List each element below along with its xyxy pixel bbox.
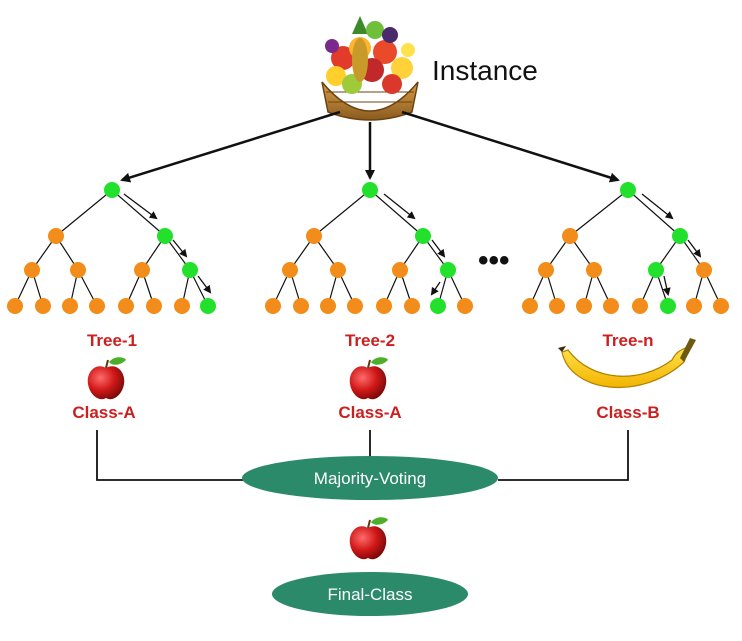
tree-node: [35, 298, 51, 314]
tree-node-active: [672, 228, 688, 244]
tree-node-active: [648, 262, 664, 278]
tree-node: [549, 298, 565, 314]
tree-n-class: Class-B: [596, 403, 659, 422]
tree-node-active: [440, 262, 456, 278]
more-trees-ellipsis: •••: [478, 244, 510, 277]
tree-2-label: Tree-2: [345, 331, 395, 350]
tree-node: [696, 262, 712, 278]
tree-node-active: [182, 262, 198, 278]
tree-node: [320, 298, 336, 314]
fruit-basket-icon: [321, 16, 419, 121]
tree-node: [306, 228, 322, 244]
apple-icon: [87, 357, 126, 400]
tree-node: [632, 298, 648, 314]
tree-node: [586, 262, 602, 278]
tree-n: [522, 182, 729, 314]
tree-n-label: Tree-n: [602, 331, 653, 350]
tree-1: [7, 182, 216, 314]
tree-node: [7, 298, 23, 314]
tree-node: [376, 298, 392, 314]
tree-node: [293, 298, 309, 314]
tree-node: [347, 298, 363, 314]
final-class-label: Final-Class: [327, 585, 412, 604]
majority-voting-label: Majority-Voting: [314, 469, 426, 488]
tree-node: [713, 298, 729, 314]
tree-node: [392, 262, 408, 278]
tree-node: [134, 262, 150, 278]
tree-node-active: [104, 182, 120, 198]
tree-node-active: [620, 182, 636, 198]
apple-icon: [349, 357, 388, 400]
decision-path-arrows: [641, 193, 702, 296]
tree-node: [174, 298, 190, 314]
tree-node: [282, 262, 298, 278]
tree-node: [686, 298, 702, 314]
tree-node-active: [415, 228, 431, 244]
tree-node: [146, 298, 162, 314]
tree-node-active: [430, 298, 446, 314]
majority-voting-node: [242, 456, 498, 500]
tree-node: [118, 298, 134, 314]
tree-2-class: Class-A: [338, 403, 401, 422]
tree-node-active: [200, 298, 216, 314]
arrow-to-tree-1: [120, 110, 341, 183]
tree-node-active: [660, 298, 676, 314]
tree-node: [62, 298, 78, 314]
tree-node: [576, 298, 592, 314]
decision-path-arrows: [123, 193, 212, 294]
tree-2: [265, 182, 473, 314]
tree-node: [538, 262, 554, 278]
tree-node: [89, 298, 105, 314]
apple-icon: [349, 517, 388, 560]
tree-node: [24, 262, 40, 278]
tree-node: [603, 298, 619, 314]
tree-1-label: Tree-1: [87, 331, 137, 350]
tree-node: [70, 262, 86, 278]
tree-node: [562, 228, 578, 244]
instance-label: Instance: [432, 55, 538, 86]
tree-node-active: [157, 228, 173, 244]
tree-node: [522, 298, 538, 314]
tree-node: [265, 298, 281, 314]
tree-node: [457, 298, 473, 314]
tree-1-class: Class-A: [72, 403, 135, 422]
tree-node-active: [362, 182, 378, 198]
tree-node: [330, 262, 346, 278]
final-class-node: [272, 572, 468, 616]
voting-connectors: [96, 430, 629, 481]
tree-node: [404, 298, 420, 314]
tree-node: [48, 228, 64, 244]
instance-arrows: [120, 110, 620, 183]
arrow-to-tree-n: [401, 110, 620, 183]
banana-icon: [558, 338, 696, 389]
decision-path-arrows: [383, 193, 446, 296]
